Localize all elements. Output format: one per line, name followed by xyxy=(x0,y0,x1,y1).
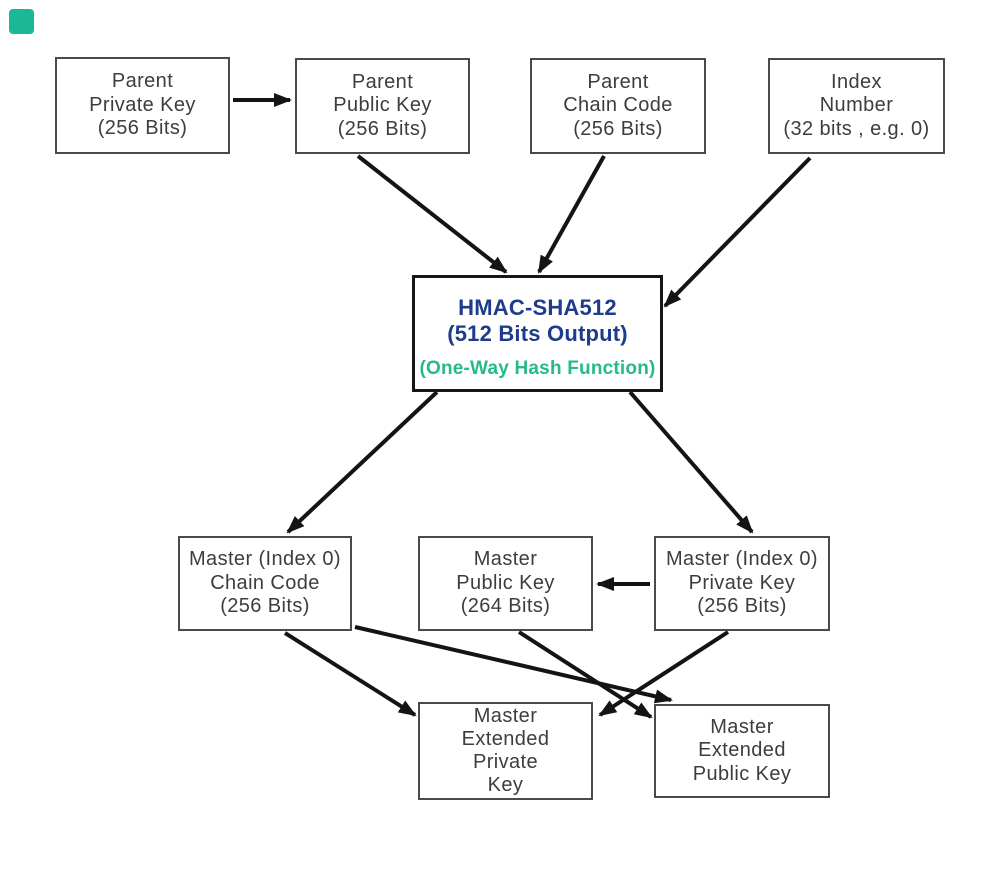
node-text-line: Public Key xyxy=(692,762,792,785)
hmac-note: (One-Way Hash Function) xyxy=(419,358,656,379)
node-text-line: (256 Bits) xyxy=(697,595,787,618)
node-text-line: Master (Index 0) xyxy=(188,548,341,571)
node-text-line: Master xyxy=(710,715,774,738)
node-text-line: Private xyxy=(472,751,539,773)
arrow-index-to-hmac xyxy=(663,156,812,308)
node-parent-public-key: Parent Public Key (256 Bits) xyxy=(295,58,470,154)
node-text-line: Master xyxy=(473,548,538,571)
node-text-line: Public Key xyxy=(456,571,555,594)
node-text-line: Chain Code xyxy=(210,571,320,594)
node-text-line: (264 Bits) xyxy=(460,595,551,618)
node-text-line: Master (Index 0) xyxy=(665,548,818,571)
node-text-line: Parent xyxy=(111,70,174,93)
node-text-line: (256 Bits) xyxy=(220,595,310,618)
node-master-public-key: Master Public Key (264 Bits) xyxy=(418,536,593,631)
node-text-line: Public Key xyxy=(333,94,432,117)
node-text-line: Master xyxy=(473,705,538,727)
node-text-line: Extended xyxy=(698,739,786,762)
brand-square-icon xyxy=(9,9,34,34)
arrow-master-private-to-ext-private xyxy=(598,630,730,717)
node-text-line: Parent xyxy=(351,70,414,93)
arrow-parent-public-to-hmac xyxy=(356,154,508,274)
node-hmac-sha512: HMAC-SHA512 (512 Bits Output) (One-Way H… xyxy=(412,275,663,392)
node-master-private-key: Master (Index 0) Private Key (256 Bits) xyxy=(654,536,830,631)
node-parent-chain-code: Parent Chain Code (256 Bits) xyxy=(530,58,706,154)
node-text-line: (256 Bits) xyxy=(337,117,428,140)
arrow-hmac-to-master-chain xyxy=(286,390,439,534)
hmac-title: HMAC-SHA512 xyxy=(458,295,617,320)
arrow-master-chain-to-ext-public xyxy=(354,625,673,704)
node-text-line: Number xyxy=(819,94,894,117)
node-text-line: Extended xyxy=(461,728,550,750)
node-text-line: Key xyxy=(487,774,524,796)
node-text-line: Index xyxy=(831,70,882,93)
node-master-extended-private-key: Master Extended Private Key xyxy=(418,702,593,800)
arrow-hmac-to-master-private xyxy=(628,390,754,534)
node-parent-private-key: Parent Private Key (256 Bits) xyxy=(55,57,230,154)
node-text-line: Parent xyxy=(587,70,649,93)
node-master-chain-code: Master (Index 0) Chain Code (256 Bits) xyxy=(178,536,352,631)
node-text-line: Private Key xyxy=(688,571,796,594)
node-text-line: Private Key xyxy=(89,93,196,116)
node-text-line: (256 Bits) xyxy=(97,117,188,140)
node-index-number: Index Number (32 bits , e.g. 0) xyxy=(768,58,945,154)
node-master-extended-public-key: Master Extended Public Key xyxy=(654,704,830,798)
arrow-parent-chain-to-hmac xyxy=(537,155,606,274)
node-text-line: (256 Bits) xyxy=(573,117,663,140)
arrow-master-chain-to-ext-private xyxy=(283,631,417,717)
node-text-line: (32 bits , e.g. 0) xyxy=(783,117,930,140)
node-text-line: Chain Code xyxy=(563,94,673,117)
hmac-subtitle: (512 Bits Output) xyxy=(447,321,628,346)
